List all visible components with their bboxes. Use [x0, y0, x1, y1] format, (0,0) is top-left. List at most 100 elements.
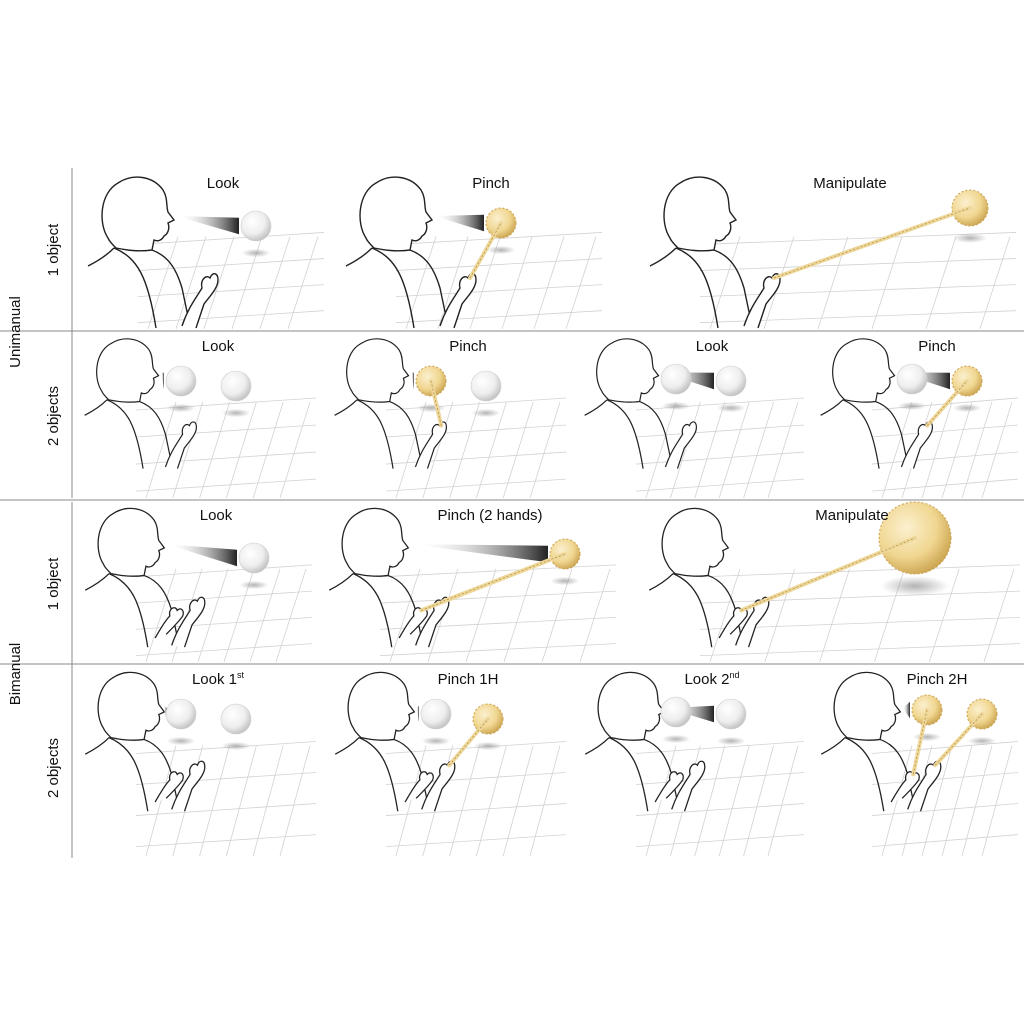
floor-grid-line	[259, 236, 291, 330]
floor-grid-line	[699, 284, 1017, 298]
floor-grid-line	[635, 741, 805, 754]
user-left-hand	[154, 771, 184, 803]
user-head-outline	[341, 507, 410, 577]
pinch-ray-core	[912, 709, 928, 775]
user-left-hand	[154, 607, 184, 639]
floor-grid-line	[819, 568, 850, 663]
panel-caption: Pinch (2 hands)	[437, 507, 542, 524]
floor-grid-line	[941, 401, 973, 499]
user-head-outline	[597, 671, 666, 741]
floor-grid-line	[135, 643, 313, 656]
floor-grid-line	[565, 236, 597, 330]
user-left-hand	[654, 771, 684, 803]
floor-grid-line	[921, 401, 953, 499]
technique-panel: Look 2nd	[584, 670, 805, 857]
object-shadow	[221, 408, 251, 418]
row-label-bimanual-1-object: 1 object	[45, 557, 62, 610]
panel-caption-text: Pinch (2 hands)	[437, 507, 542, 524]
panel-caption-text: Manipulate	[813, 175, 886, 192]
floor-grid-line	[395, 258, 603, 271]
panel-caption: Pinch 2H	[907, 671, 968, 688]
user-figure	[334, 671, 456, 812]
floor-grid-line	[817, 236, 849, 330]
object-shadow	[912, 732, 942, 742]
floor-grid-line	[279, 401, 311, 499]
user-body-outline	[820, 737, 916, 812]
floor-grid-line	[699, 564, 1021, 578]
floor-grid-line	[925, 236, 957, 330]
floor-grid-line	[635, 424, 805, 438]
floor-grid-line	[501, 236, 533, 330]
floor-grid-line	[635, 478, 805, 492]
pinch-ray-core	[443, 553, 566, 602]
floor-grid-line	[135, 478, 317, 492]
floor-grid-line	[135, 564, 313, 578]
object-shadow	[716, 403, 746, 413]
user-figure	[84, 338, 198, 469]
object-shadow	[880, 575, 950, 597]
floor-grid-line	[135, 803, 317, 816]
floor-grid-line	[422, 401, 454, 499]
technique-panel: Pinch (2 hands)	[328, 507, 617, 663]
technique-panel: Look	[87, 175, 325, 330]
pinch-ray-core	[469, 222, 502, 279]
floor-grid-line	[871, 236, 903, 330]
floor-grid-line	[203, 236, 235, 330]
floor-grid-line	[961, 745, 993, 857]
unselected-object	[220, 370, 252, 402]
pinch-ray-core	[773, 207, 971, 279]
floor-grid-line	[135, 397, 317, 411]
object-shadow	[421, 736, 451, 746]
user-head-outline	[347, 671, 416, 741]
unselected-object	[220, 703, 252, 735]
user-figure	[87, 176, 219, 329]
floor-grid-line	[137, 284, 325, 298]
pinch-ray-core	[935, 713, 983, 766]
floor-grid-line	[137, 258, 325, 271]
floor-grid-line	[275, 568, 307, 663]
floor-grid-line	[503, 568, 535, 663]
panel-caption: Look 1st	[192, 670, 245, 688]
floor-grid-line	[694, 401, 726, 499]
object-shadow	[661, 401, 691, 411]
floor-grid-line	[635, 834, 805, 847]
floor-grid-line	[767, 745, 799, 857]
unselected-object	[715, 365, 747, 397]
floor-grid-line	[175, 236, 207, 330]
panel-caption: Pinch 1H	[438, 671, 499, 688]
floor-grid-line	[941, 745, 973, 857]
user-head-outline	[101, 176, 176, 252]
user-figure	[334, 338, 448, 469]
group-label-unimanual: Unimanual	[7, 296, 24, 368]
gaze-cone	[161, 372, 164, 390]
floor-grid-line	[871, 451, 1019, 465]
technique-panel: Pinch 2H	[820, 671, 1019, 857]
gaze-cone	[416, 705, 419, 723]
floor-grid-line	[767, 401, 799, 499]
floor-grid-line	[699, 590, 1021, 604]
floor-grid-line	[476, 745, 507, 857]
panel-caption-superscript: st	[237, 670, 245, 680]
object-shadow	[471, 408, 501, 418]
panel-caption-text: Look 2	[684, 671, 729, 688]
pinch-ray-core	[763, 537, 916, 602]
floor-grid-line	[385, 478, 567, 492]
user-head-outline	[596, 338, 660, 403]
user-right-hand	[900, 421, 934, 469]
panel-caption: Look	[202, 338, 235, 355]
object-shadow	[716, 736, 746, 746]
floor-grid-line	[437, 236, 469, 330]
object-shadow	[661, 734, 691, 744]
floor-grid-line	[172, 401, 204, 499]
unselected-object	[420, 698, 452, 730]
user-figure	[345, 176, 477, 329]
floor-grid-line	[385, 397, 567, 411]
floor-grid-line	[529, 745, 561, 857]
technique-panel: Pinch	[334, 338, 567, 499]
floor-grid-line	[145, 568, 177, 663]
object-shadow	[486, 245, 516, 255]
floor-grid-line	[145, 745, 177, 857]
user-body-outline	[328, 573, 424, 648]
unselected-object	[238, 542, 270, 574]
floor-grid-line	[881, 401, 913, 499]
